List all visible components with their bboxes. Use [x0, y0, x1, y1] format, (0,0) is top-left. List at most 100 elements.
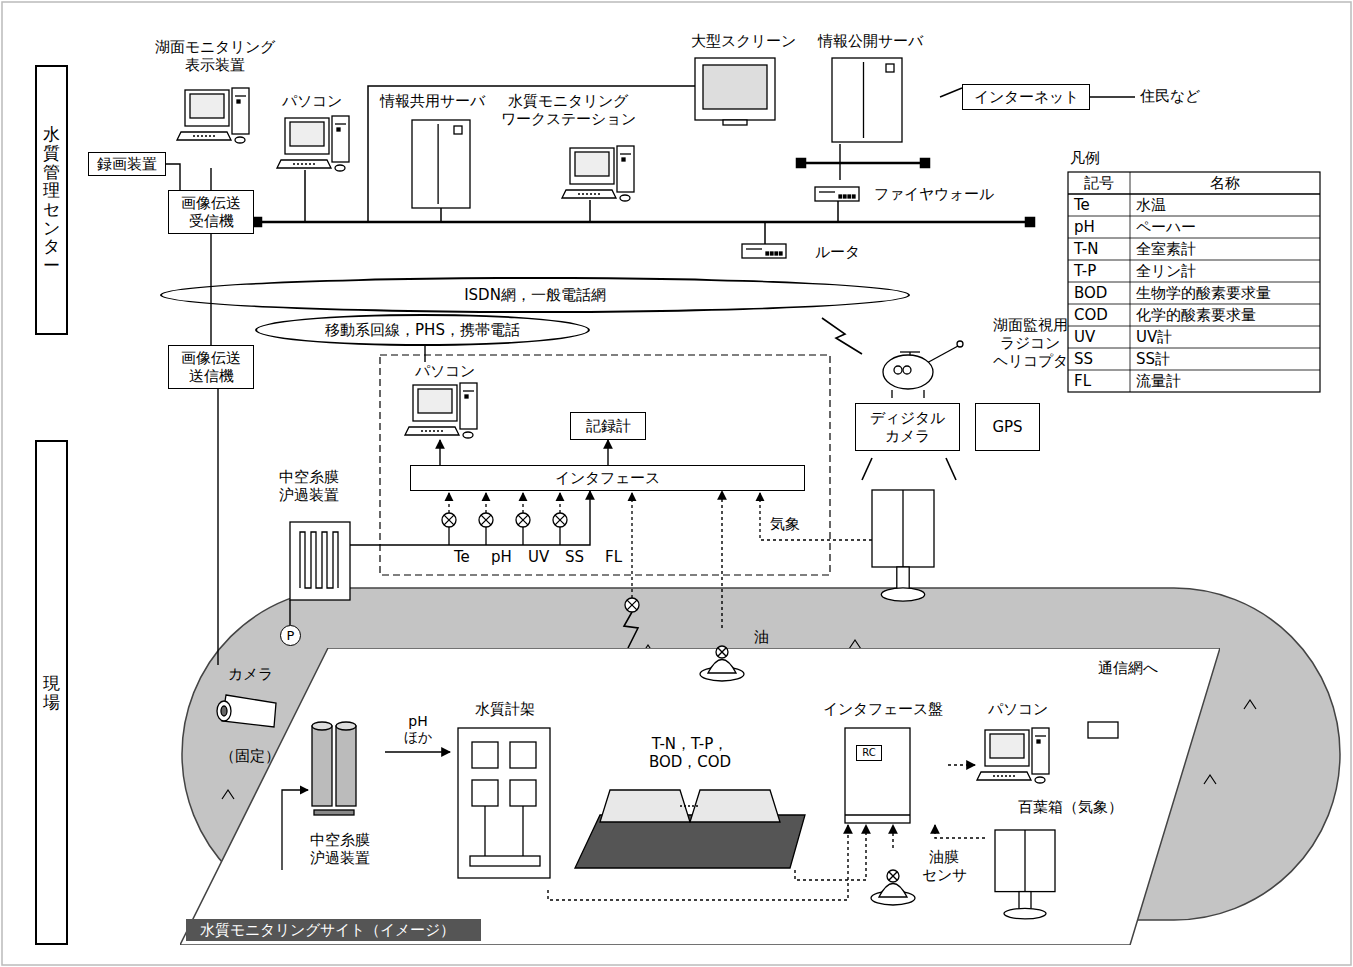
node-text: ファイヤウォール — [874, 185, 994, 203]
analyzer-icon — [575, 790, 805, 868]
connector — [210, 234, 211, 345]
node-text: 油膜 センサ — [918, 848, 970, 884]
network-ellipse: ISDN網，一般電話網 — [160, 277, 910, 313]
site-band: 現場 — [35, 440, 68, 945]
connector — [948, 764, 975, 765]
node-text: 湖面モニタリング 表示装置 — [140, 38, 290, 74]
node-text: インタフェース盤 — [823, 700, 943, 718]
annotation-label: FL — [605, 549, 622, 566]
network-bus — [253, 159, 1034, 226]
annotation-label: 通信網へ — [1098, 660, 1158, 677]
computer-icon — [977, 728, 1049, 783]
weather-box-icon — [995, 830, 1055, 919]
legend-rule — [1068, 282, 1320, 283]
connector — [355, 491, 590, 545]
legend-rule — [1068, 326, 1320, 327]
connector — [217, 389, 218, 665]
buoy-icon — [871, 870, 915, 905]
computer-icon — [405, 383, 477, 438]
annotation-label: 気象 — [770, 516, 800, 533]
interface-bar: インタフェース — [410, 465, 805, 491]
node-text: インターネット — [974, 88, 1079, 106]
legend-cell: Te — [1074, 197, 1090, 214]
legend-table — [1068, 172, 1320, 392]
legend-cell: pH — [1074, 219, 1095, 236]
cabinet-node: インタフェース盤RC — [818, 700, 948, 825]
router-icon — [815, 187, 859, 201]
legend-rule — [1068, 238, 1320, 239]
legend-cell: SS — [1074, 351, 1093, 368]
node-text: 百葉箱（気象） — [1018, 798, 1123, 816]
legend-cell: 凡例 — [1070, 150, 1100, 167]
gps-box: GPS — [975, 403, 1040, 451]
node-text: GPS — [992, 418, 1022, 436]
site-outline — [180, 648, 1220, 945]
router-icon — [742, 244, 786, 258]
node-text: 画像伝送 受信機 — [173, 194, 249, 230]
node-text: P — [287, 628, 295, 644]
receiver-box: 画像伝送 受信機 — [168, 190, 254, 234]
node-text: ディジタル カメラ — [860, 409, 955, 445]
edge-label: pH ほか — [401, 713, 435, 745]
internet-box: インターネット — [962, 84, 1090, 110]
node-text: 画像伝送 送信機 — [173, 349, 249, 385]
connector — [892, 825, 893, 848]
legend-rule — [1130, 172, 1131, 392]
legend-cell: UV — [1074, 329, 1095, 346]
legend-rule — [1068, 260, 1320, 261]
recorder-box: 記録計 — [570, 412, 646, 440]
annotation-label: UV — [528, 549, 549, 566]
annotation-label: SS — [565, 549, 584, 566]
legend-cell: 名称 — [1210, 175, 1240, 192]
node-text: ISDN網，一般電話網 — [464, 286, 606, 304]
sensor-icon — [442, 513, 639, 612]
node-text: 湖面監視用 ラジコン ヘリコプタ — [970, 316, 1090, 370]
filter-cylinder-icon — [312, 722, 356, 815]
annotation-label: Te — [454, 549, 470, 566]
legend-cell: COD — [1074, 307, 1108, 324]
node-text: 中空糸膜 沪過装置 — [262, 468, 355, 504]
legend-cell: 全リン計 — [1136, 263, 1196, 280]
connector — [166, 164, 180, 190]
weather-box-icon — [872, 490, 934, 601]
intake-line — [282, 790, 308, 870]
legend-table — [1068, 172, 1320, 392]
node-text: パソコン — [988, 700, 1048, 718]
connector — [424, 346, 425, 362]
annotation-label: pH — [491, 549, 512, 566]
node-text: 情報公開サーバ — [818, 32, 923, 50]
computer-icon — [562, 146, 634, 201]
camera-box: ディジタル カメラ — [855, 403, 960, 451]
ground-mark — [1204, 775, 1216, 784]
connector — [940, 88, 962, 97]
helicopter-icon — [883, 341, 963, 398]
node-text: 記録計 — [586, 417, 631, 435]
site-band: 水質管理センター — [35, 65, 68, 335]
node-text: カメラ — [228, 665, 273, 683]
comm-box-icon — [1088, 722, 1118, 738]
legend-cell: BOD — [1074, 285, 1107, 302]
legend-rule — [1068, 304, 1320, 305]
ground-mark — [222, 790, 234, 799]
connector — [439, 440, 440, 465]
cabinet-icon — [845, 728, 910, 823]
computer-icon — [177, 88, 249, 143]
legend-cell: 水温 — [1136, 197, 1166, 214]
legend-cell: ペーハー — [1136, 219, 1196, 236]
node-text: 情報共用サーバ — [380, 92, 485, 110]
legend-cell: 化学的酸素要求量 — [1136, 307, 1256, 324]
server-icon — [832, 58, 902, 142]
legend-cell: 生物学的酸素要求量 — [1136, 285, 1271, 302]
node-text: 水質モニタリング ワークステーション — [478, 92, 658, 128]
connector — [548, 825, 848, 900]
legend-cell: SS計 — [1136, 351, 1170, 368]
node-text: インタフェース — [555, 469, 660, 487]
recorder-box: 録画装置 — [88, 152, 166, 176]
legend-rule — [1068, 370, 1320, 371]
legend-rule — [1068, 348, 1320, 349]
connector — [210, 168, 211, 190]
connector — [607, 440, 608, 465]
